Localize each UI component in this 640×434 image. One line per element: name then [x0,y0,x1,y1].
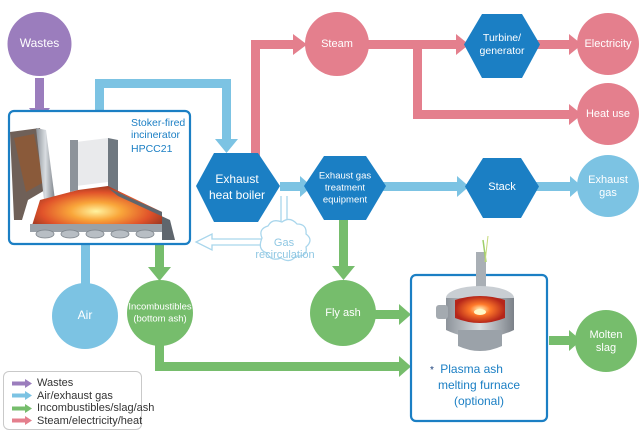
svg-text:Exhaust: Exhaust [588,174,628,186]
arrow-icon [12,378,32,388]
svg-text:Molten: Molten [589,329,622,341]
legend-label: Wastes [37,377,74,390]
legend-label: Steam/electricity/heat [37,414,143,427]
svg-text:Turbine/: Turbine/ [483,32,521,44]
plasma-furnace-illustration [436,235,514,351]
svg-text:Incombustibles: Incombustibles [128,302,192,313]
equipment-stack: Stack [465,158,539,218]
legend-label: Incombustibles/slag/ash [37,402,155,415]
legend-item-steam: Steam/electricity/heat [12,414,143,428]
svg-text:(bottom ash): (bottom ash) [133,314,186,325]
node-heat-use: Heat use [577,83,639,145]
node-air: Air [52,283,118,349]
arrow-stack-to-exhaust-gas [536,176,582,197]
svg-text:Steam: Steam [321,38,353,50]
svg-text:treatment: treatment [325,183,365,194]
svg-text:generator: generator [480,45,525,57]
legend-item-incombustibles: Incombustibles/slag/ash [12,402,154,415]
svg-text:Electricity: Electricity [584,38,632,50]
plasma-label-line2: melting furnace [438,378,520,392]
gas-recirculation-label-line1: Gas [274,237,295,249]
svg-text:Air: Air [78,308,93,322]
arrow-fly-ash-to-plasma [375,304,411,325]
arrow-treatment-to-fly-ash [332,218,355,280]
incinerator-label-line2: incinerator [131,129,181,141]
incinerator-illustration [10,128,175,240]
legend-item-air-exhaust-gas: Air/exhaust gas [12,390,141,403]
arrow-boiler-to-steam [251,34,307,162]
incinerator-box: Stoker-fired incinerator HPCC21 [7,109,192,246]
node-exhaust-gas: Exhaust gas [577,155,639,217]
node-incombustibles: Incombustibles (bottom ash) [127,280,193,346]
equipment-exhaust-heat-boiler: Exhaust heat boiler [196,153,280,222]
node-molten-slag: Molten slag [575,310,637,372]
node-electricity: Electricity [577,13,639,75]
plasma-label-line3: (optional) [454,394,504,408]
svg-text:equipment: equipment [323,195,368,206]
svg-text:Exhaust: Exhaust [215,172,259,186]
arrow-incombustibles-to-plasma [155,340,411,377]
node-wastes: Wastes [7,12,72,76]
svg-text:Exhaust gas: Exhaust gas [319,171,372,182]
arrow-plasma-to-molten-slag [549,330,581,351]
legend-item-wastes: Wastes [12,377,141,390]
arrow-incinerator-to-incombustibles [148,235,171,281]
svg-text:* Plasma ash: * Plasma ash [430,362,503,376]
legend-swatch-wastes [12,378,32,388]
arrow-steam-to-heat-use [413,40,582,125]
svg-text:Wastes: Wastes [20,36,60,50]
legend-label: Air/exhaust gas [37,389,113,402]
svg-text:heat boiler: heat boiler [209,188,265,202]
svg-text:Heat use: Heat use [586,108,630,120]
legend: Wastes Air/exhaust gas Incombustibles/sl… [3,371,154,430]
equipment-exhaust-gas-treatment: Exhaust gas treatment equipment [304,156,386,220]
svg-text:Fly ash: Fly ash [325,307,360,319]
svg-text:slag: slag [596,342,616,354]
node-fly-ash: Fly ash [310,280,376,346]
arrow-treatment-to-stack [383,176,469,197]
incinerator-label-line3: HPCC21 [131,143,173,155]
svg-text:Stack: Stack [488,181,516,193]
arrow-icon [12,391,32,401]
optional-marker: * [430,365,434,376]
svg-text:gas: gas [599,187,617,199]
equipment-turbine-generator: Turbine/ generator [464,14,540,78]
arrow-turbine-to-electricity [535,34,582,55]
plasma-furnace-box: * Plasma ash melting furnace (optional) [409,235,549,423]
arrow-icon [12,416,32,426]
plasma-label-line1: Plasma ash [440,362,503,376]
incinerator-label-line1: Stoker-fired [131,117,185,129]
arrow-icon [12,403,32,413]
node-steam: Steam [305,12,369,76]
gas-recirculation-label-line2: recirculation [255,249,314,261]
gas-recirculation-arrow [194,196,311,262]
